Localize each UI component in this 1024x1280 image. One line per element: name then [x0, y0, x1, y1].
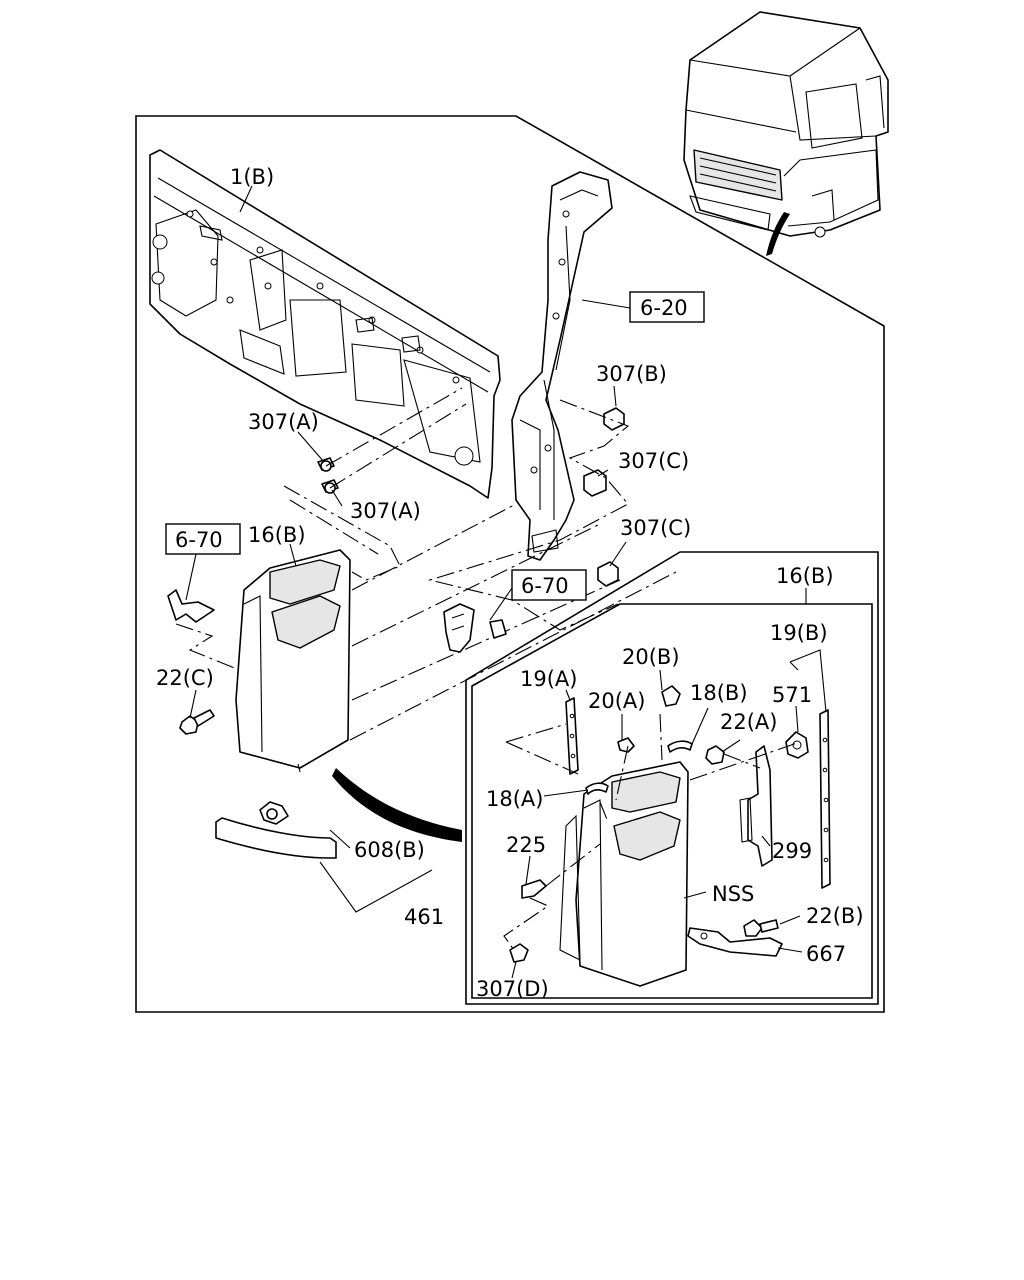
screw-307a-upper: [317, 457, 335, 472]
leader-lines: [185, 185, 827, 979]
diagram-frame: [135, 115, 885, 1013]
label-6-70-center: 6-70: [521, 574, 569, 598]
front-panel: [149, 149, 501, 499]
detail-frame-outer: [465, 551, 879, 1005]
label-307a-upper: 307(A): [248, 410, 319, 434]
bracket-center: [443, 603, 507, 653]
bolt-22c: [179, 709, 215, 735]
grommet-571: [785, 731, 809, 759]
label-1b: 1(B): [230, 165, 274, 189]
truck-cab-thumbnail: [683, 11, 889, 256]
screw-307a-lower: [321, 479, 339, 494]
label-22b: 22(B): [806, 904, 864, 928]
pad-18b: [667, 740, 693, 753]
label-6-20: 6-20: [640, 296, 688, 320]
label-20a: 20(A): [588, 689, 645, 713]
label-18a: 18(A): [486, 787, 543, 811]
bolt-22b: [743, 919, 779, 937]
clip-307b: [603, 407, 625, 431]
callout-labels: 1(B) 6-20 307(B) 307(A) 307(C) 307(A) 30…: [156, 165, 864, 1001]
assembly-lines-detail: [503, 713, 801, 951]
bracket-667: [687, 927, 783, 957]
clip-20a: [617, 737, 635, 753]
label-667: 667: [806, 942, 846, 966]
assembly-lines-upper: [283, 387, 677, 741]
label-307c-upper: 307(C): [618, 449, 689, 473]
clip-307c-upper: [583, 469, 607, 497]
label-225: 225: [506, 833, 546, 857]
label-307a-lower: 307(A): [350, 499, 421, 523]
label-19a: 19(A): [520, 667, 577, 691]
clip-20b: [661, 685, 681, 707]
clip-307c-lower: [597, 561, 619, 587]
label-20b: 20(B): [622, 645, 680, 669]
pad-18a: [585, 782, 609, 795]
seal-19b: [819, 709, 831, 889]
label-19b: 19(B): [770, 621, 828, 645]
seal-19a: [565, 697, 579, 775]
ref-box-6-70-center: [511, 569, 587, 601]
detail-frame-inner: [471, 603, 873, 999]
ref-box-6-70-left: [165, 523, 241, 555]
pillar: [511, 171, 613, 561]
label-571: 571: [772, 683, 812, 707]
label-307d: 307(D): [476, 977, 549, 1001]
label-18b: 18(B): [690, 681, 748, 705]
bolt-22a: [705, 745, 725, 765]
label-307b: 307(B): [596, 362, 667, 386]
bracket-299: [739, 745, 773, 867]
corner-panel-detail: [559, 761, 689, 987]
label-608b: 608(B): [354, 838, 425, 862]
label-16b-main: 16(B): [248, 523, 306, 547]
bracket-left: [167, 589, 266, 701]
label-461: 461: [404, 905, 444, 929]
bracket-225: [521, 879, 547, 899]
label-16b-detail: 16(B): [776, 564, 834, 588]
clip-307d: [509, 943, 529, 963]
label-nss: NSS: [712, 882, 754, 906]
label-307c-lower: 307(C): [620, 516, 691, 540]
trim-strip-461: [215, 801, 337, 859]
label-22c: 22(C): [156, 666, 214, 690]
label-6-70-left: 6-70: [175, 528, 223, 552]
label-22a: 22(A): [720, 710, 777, 734]
detail-arrow: [332, 768, 462, 842]
corner-panel-main: [235, 549, 351, 773]
label-299: 299: [772, 839, 812, 863]
ref-box-6-20: [629, 291, 705, 323]
